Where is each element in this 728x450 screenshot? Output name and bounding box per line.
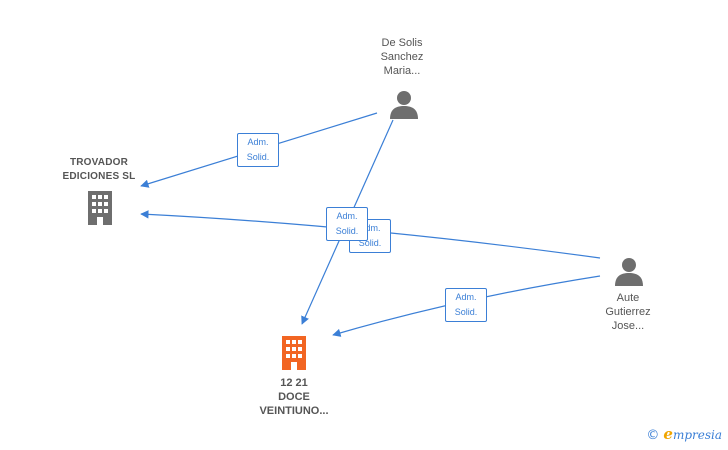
node-trovador-label[interactable]: TROVADOR EDICIONES SL [40, 156, 158, 184]
edge-label-line1: Adm. [247, 137, 269, 147]
node-doce-name-line1: 12 21 [280, 377, 308, 389]
edge-label-de-solis-doce[interactable]: Adm. Solid. [326, 207, 368, 241]
node-de-solis-name-line2: Sanchez [380, 51, 424, 63]
node-doce-name-line2: DOCE [278, 391, 310, 403]
node-aute-label[interactable]: Aute Gutierrez Jose... [578, 291, 678, 333]
edge-label-line1: Adm. [455, 292, 477, 302]
edge-label-line2: Solid. [246, 152, 270, 162]
node-de-solis-name-line1: De Solis [381, 37, 423, 49]
node-doce-name-line3: VEINTIUNO... [259, 405, 329, 417]
node-aute-name-line1: Aute [616, 292, 640, 304]
edge-label-line2: Solid. [358, 238, 382, 248]
edge-label-aute-doce[interactable]: Adm. Solid. [445, 288, 487, 322]
edge-label-de-solis-trovador[interactable]: Adm. Solid. [237, 133, 279, 167]
node-trovador-name-line2: EDICIONES SL [62, 171, 136, 182]
brand-name: mpresia [672, 428, 722, 442]
brand-initial: e [663, 425, 673, 443]
person-icon[interactable] [614, 256, 644, 286]
node-trovador-name-line1: TROVADOR [69, 157, 129, 168]
edge-label-line1: Adm. [359, 223, 381, 233]
edge-label-line2: Solid. [335, 226, 359, 236]
node-de-solis-name-line3: Maria... [383, 65, 421, 77]
node-doce-label[interactable]: 12 21 DOCE VEINTIUNO... [234, 376, 354, 418]
edge-label-line2: Solid. [454, 307, 478, 317]
node-aute-name-line2: Gutierrez [605, 306, 651, 318]
building-icon[interactable] [278, 336, 310, 370]
edge-label-line1: Adm. [336, 211, 358, 221]
person-icon[interactable] [389, 89, 419, 119]
node-de-solis-label[interactable]: De Solis Sanchez Maria... [352, 36, 452, 78]
building-icon[interactable] [84, 191, 116, 225]
copyright-icon: © [646, 428, 660, 443]
empresia-logo: ©empresia [646, 425, 722, 443]
node-aute-name-line3: Jose... [611, 320, 645, 332]
